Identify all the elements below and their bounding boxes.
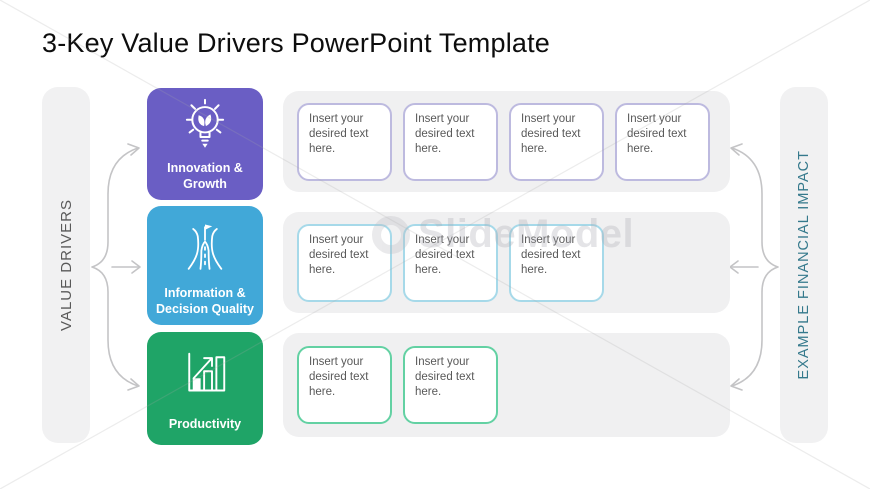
page-title: 3-Key Value Drivers PowerPoint Template	[42, 28, 551, 58]
left-brace-arrows-icon	[91, 143, 141, 391]
value-drivers-rail: VALUE DRIVERS	[42, 87, 90, 443]
driver-label: Information & Decision Quality	[156, 285, 254, 316]
text-placeholder-cell: Insert your desired text here.	[297, 102, 392, 181]
text-placeholder-cell: Insert your desired text here.	[297, 223, 392, 302]
row-panel-productivity: Insert your desired text here. Insert yo…	[283, 333, 730, 437]
forked-road-flag-icon	[187, 224, 223, 270]
driver-box-productivity: Productivity	[147, 332, 263, 445]
financial-impact-rail: EXAMPLE FINANCIAL IMPACT	[780, 87, 828, 443]
row-panel-information-decision-quality: Insert your desired text here. Insert yo…	[283, 212, 730, 313]
driver-box-innovation-growth: Innovation & Growth	[147, 88, 263, 200]
driver-label: Innovation & Growth	[167, 160, 243, 191]
text-placeholder-cell: Insert your desired text here.	[509, 223, 604, 302]
right-brace-arrows-icon	[729, 143, 779, 391]
value-drivers-label: VALUE DRIVERS	[57, 199, 75, 331]
driver-label: Productivity	[168, 416, 242, 431]
row-panel-innovation-growth: Insert your desired text here. Insert yo…	[283, 91, 730, 192]
financial-impact-label: EXAMPLE FINANCIAL IMPACT	[796, 150, 812, 380]
text-placeholder-cell: Insert your desired text here.	[297, 346, 392, 424]
text-placeholder-cell: Insert your desired text here.	[509, 102, 604, 181]
text-placeholder-cell: Insert your desired text here.	[615, 102, 710, 181]
text-placeholder-cell: Insert your desired text here.	[403, 223, 498, 302]
lightbulb-sprout-icon	[185, 98, 225, 148]
bar-chart-arrow-icon	[188, 352, 226, 392]
text-placeholder-cell: Insert your desired text here.	[403, 102, 498, 181]
text-placeholder-cell: Insert your desired text here.	[403, 346, 498, 424]
driver-box-information-decision-quality: Information & Decision Quality	[147, 206, 263, 325]
